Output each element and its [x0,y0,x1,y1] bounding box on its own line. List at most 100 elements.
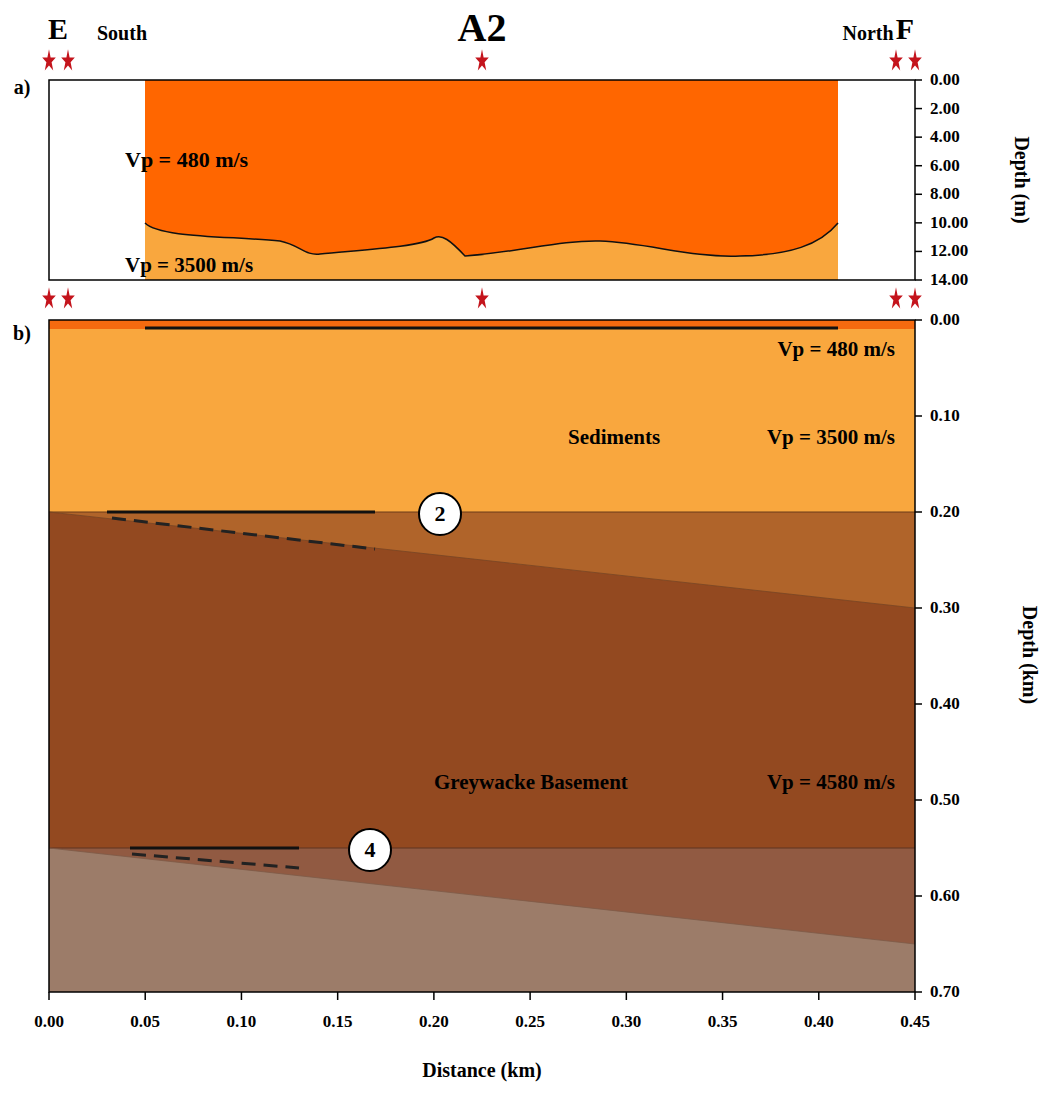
label: 0.25 [515,1013,545,1032]
tick [915,511,922,513]
tick [914,992,916,1000]
shot-marker [42,287,56,308]
label: Vp = 3500 m/s [125,254,253,277]
callout-number: 2 [435,503,446,525]
tick [915,251,922,253]
label: 0.00 [930,311,960,330]
panel-frame [49,80,915,280]
tick [915,991,922,993]
tick [915,79,922,81]
label: Sediments [568,426,660,449]
label: a) [14,76,31,98]
label: Distance (km) [422,1059,541,1081]
label: 0.15 [323,1013,353,1032]
tick [529,992,531,1000]
label: 0.60 [930,887,960,906]
tick [433,992,435,1000]
tick [626,992,628,1000]
tick [818,992,820,1000]
tick [915,703,922,705]
label: 0.00 [930,71,960,90]
shot-marker [908,49,922,70]
sediment-layer [49,320,915,512]
shot-marker [475,49,489,70]
label: North [842,22,893,44]
label: Vp = 4580 m/s [767,771,895,794]
label: 0.50 [930,791,960,810]
label: 0.10 [930,407,960,426]
label: Depth (km) [1019,606,1041,704]
label: Vp = 480 m/s [777,338,895,361]
label: 0.00 [34,1013,64,1032]
label: 0.45 [900,1013,930,1032]
label: 6.00 [930,156,960,175]
deep-layer [49,320,915,992]
low-velocity-layer [145,80,838,280]
callout-number: 4 [365,839,376,861]
shot-marker [42,49,56,70]
refractor-line [145,327,838,330]
boundary [49,848,915,849]
panel-frame [49,320,915,992]
shot-marker [475,287,489,308]
tick [48,992,50,1000]
label: 8.00 [930,185,960,204]
label: South [97,22,147,44]
panel-b [49,320,915,992]
refractor-line [130,847,299,850]
panel-a [49,80,915,280]
label: 0.30 [930,599,960,618]
low-velocity-layer [49,320,915,329]
label: A2 [458,6,507,50]
tick [915,279,922,281]
refractor-line [107,511,375,514]
label: 0.20 [930,503,960,522]
label: 0.30 [611,1013,641,1032]
tick [915,895,922,897]
shot-marker [889,49,903,70]
label: Vp = 3500 m/s [767,426,895,449]
boundary [49,848,915,944]
tick [144,992,146,1000]
shot-marker [61,287,75,308]
tick [915,415,922,417]
label: 0.40 [804,1013,834,1032]
label: 2.00 [930,99,960,118]
tick [915,222,922,224]
callout-circle: 2 [418,492,462,536]
tick [915,799,922,801]
tick [915,319,922,321]
dip-line [112,518,375,549]
tick [915,108,922,110]
label: Vp = 480 m/s [125,148,248,172]
tick [915,165,922,167]
boundary [49,512,915,513]
tick [915,607,922,609]
dip-line [132,854,299,868]
tick [915,136,922,138]
label: F [896,12,914,45]
label: 0.10 [227,1013,257,1032]
label: 0.35 [708,1013,738,1032]
label: 0.40 [930,695,960,714]
label: 0.05 [130,1013,160,1032]
label: 4.00 [930,128,960,147]
tick [337,992,339,1000]
label: 12.00 [930,242,968,261]
tick [722,992,724,1000]
dipping-layer [49,848,915,944]
label: E [48,12,68,45]
label: Greywacke Basement [434,771,628,794]
axis-ticks [49,80,922,1000]
label: 10.00 [930,214,968,233]
label: Depth (m) [1011,136,1033,223]
label: 14.00 [930,271,968,290]
label: 0.20 [419,1013,449,1032]
shot-marker [889,287,903,308]
label: 0.70 [930,983,960,1002]
label: b) [13,322,31,344]
shot-marker [908,287,922,308]
interface-line [145,223,838,256]
